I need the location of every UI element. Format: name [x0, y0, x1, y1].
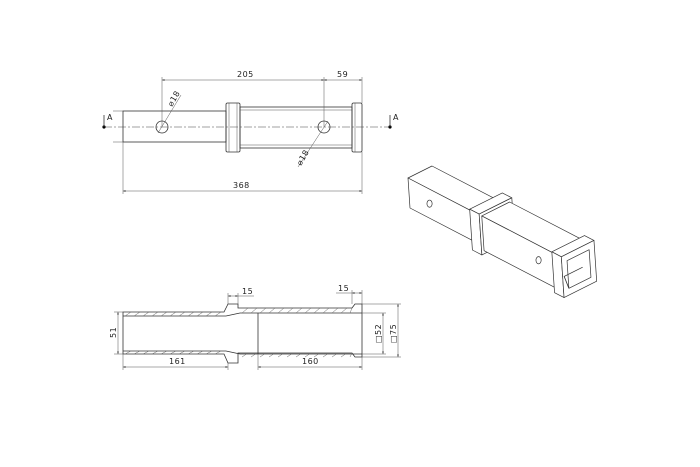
dimension-15-right: 15	[338, 284, 349, 293]
dimension-368: 368	[233, 181, 250, 190]
hatch-line	[187, 350, 195, 355]
opening-inner-edge	[563, 266, 583, 289]
hatch-line	[151, 350, 159, 355]
section-label: A	[107, 113, 113, 122]
hatch-line	[322, 307, 330, 314]
hatch-line	[286, 352, 294, 358]
isometric-view	[407, 165, 598, 298]
hatch-line	[187, 311, 195, 317]
hatch-line	[250, 352, 258, 358]
hole-diameter-label: ⌀18	[166, 89, 182, 108]
pin-hole-icon	[426, 199, 433, 208]
hatch-line	[268, 307, 276, 314]
hatch-line	[142, 311, 150, 317]
hatch-line	[304, 352, 312, 358]
hatch-line	[241, 352, 249, 358]
hatch-line	[250, 307, 258, 314]
dimension-75: □75	[389, 324, 398, 343]
hatch-line	[169, 311, 177, 317]
hatch-line	[268, 352, 276, 358]
section-hatching	[124, 307, 353, 358]
hatch-line	[331, 352, 339, 358]
hatch-line	[142, 350, 150, 355]
hatch-line	[277, 352, 285, 358]
hatch-line	[313, 352, 321, 358]
small-tube-outline	[122, 110, 227, 143]
hatch-line	[259, 307, 267, 314]
large-tube-outline	[239, 106, 353, 149]
hatch-line	[205, 311, 213, 317]
section-label: A	[393, 113, 399, 122]
hatch-line	[205, 350, 213, 355]
hatch-line	[178, 350, 186, 355]
hatch-line	[124, 311, 132, 317]
hatch-line	[160, 311, 168, 317]
middle-collar	[225, 102, 241, 153]
hatch-line	[313, 307, 321, 314]
hatch-line	[214, 311, 222, 317]
hatch-line	[295, 352, 303, 358]
hatch-line	[331, 307, 339, 314]
hatch-line	[133, 311, 141, 317]
dimension-161: 161	[169, 357, 186, 366]
hatch-line	[151, 311, 159, 317]
hatch-line	[340, 352, 348, 358]
hatch-line	[349, 352, 353, 358]
hatch-line	[322, 352, 330, 358]
hatch-line	[133, 350, 141, 355]
hatch-line	[349, 307, 353, 314]
dimension-52: □52	[374, 324, 383, 343]
section-view: 15 15 51 □52 □75 161 160	[109, 284, 401, 370]
hatch-line	[340, 307, 348, 314]
section-marker-left: A	[102, 113, 113, 129]
hatch-line	[259, 352, 267, 358]
hatch-line	[295, 307, 303, 314]
hatch-line	[241, 307, 249, 314]
hatch-line	[304, 307, 312, 314]
hatch-line	[196, 311, 204, 317]
dimension-51: 51	[109, 327, 118, 338]
top-view: A A ⌀18 ⌀18 205 59 368	[102, 70, 399, 194]
dimension-59: 59	[337, 70, 348, 79]
section-marker-right: A	[388, 113, 399, 129]
end-collar	[351, 102, 363, 153]
dimension-15-left: 15	[242, 287, 253, 296]
hatch-line	[178, 311, 186, 317]
dimension-160: 160	[302, 357, 319, 366]
hatch-line	[169, 350, 177, 355]
hatch-line	[160, 350, 168, 355]
hatch-line	[214, 350, 222, 355]
hatch-line	[277, 307, 285, 314]
dimension-205: 205	[237, 70, 254, 79]
hatch-line	[124, 350, 132, 355]
hatch-line	[196, 350, 204, 355]
hatch-line	[286, 307, 294, 314]
pin-hole-icon	[535, 256, 542, 265]
